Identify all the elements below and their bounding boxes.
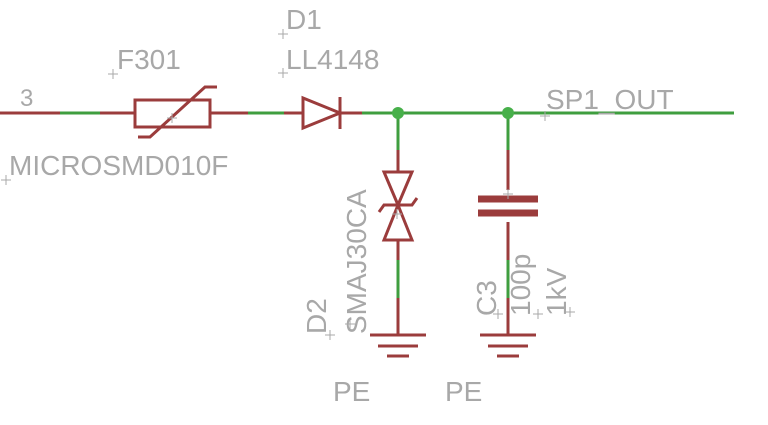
components xyxy=(0,85,538,358)
net-name-label: SP1_OUT xyxy=(546,84,674,115)
diode-d1-symbol xyxy=(284,95,362,131)
capacitor-c3-symbol xyxy=(478,150,538,260)
fuse-f301-symbol xyxy=(100,85,248,139)
wires xyxy=(60,111,734,298)
tvs-name-label: D2 xyxy=(301,298,332,334)
pin-number-label: 3 xyxy=(20,85,34,112)
ground-pe-right-symbol xyxy=(480,298,536,358)
tvs-value-label: SMAJ30CA xyxy=(341,189,372,334)
diode-name-label: D1 xyxy=(286,4,322,35)
fuse-value-label: MICROSMD010F xyxy=(9,150,229,181)
ground-right-label: PE xyxy=(445,376,483,407)
tvs-d2-symbol xyxy=(377,150,419,260)
origin-crosses xyxy=(1,29,575,340)
capacitor-name-label: C3 xyxy=(471,280,502,316)
ground-pe-left-symbol xyxy=(370,298,426,358)
diode-value-label: LL4148 xyxy=(286,44,380,75)
capacitor-voltage-label: 1kV xyxy=(541,267,572,316)
ground-left-label: PE xyxy=(333,376,371,407)
junction-dot-tvs xyxy=(392,107,404,119)
capacitor-value-label: 100p xyxy=(505,253,536,316)
fuse-name-label: F301 xyxy=(117,44,181,75)
junction-dot-capacitor xyxy=(502,107,514,119)
